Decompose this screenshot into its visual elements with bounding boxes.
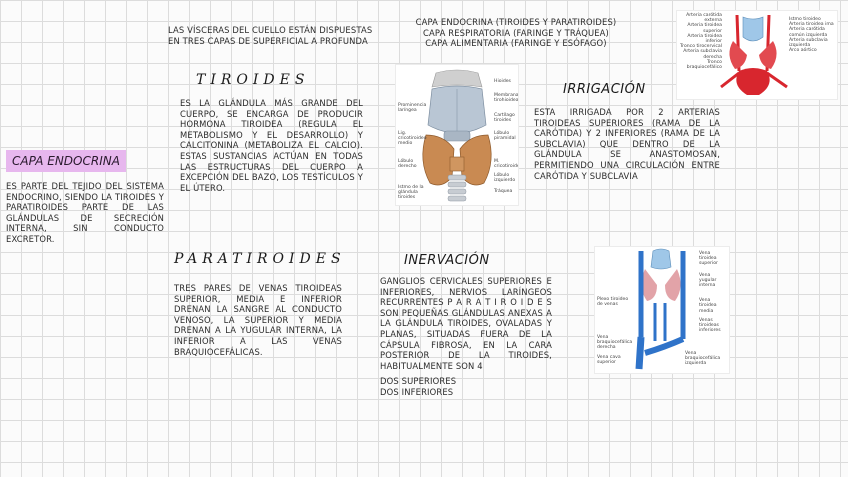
thyroid-figure: Prominencia laríngea Lig. cricotiroideo … <box>395 64 519 206</box>
label-subclavia-izq: Arteria subclavia izquierda <box>789 37 828 49</box>
layer-endocrine: Capa endocrina (tiroides y paratiroides) <box>415 17 617 27</box>
arteries-labels-left: Arteria carótida externa Arteria tiroide… <box>678 13 722 70</box>
label-lobulo-derecho: Lóbulo derecho <box>398 159 417 170</box>
veins-illustration <box>595 247 729 373</box>
label-tronco-braquiocefalico: Tronco braquiocefálico <box>686 59 722 71</box>
label-cartilago: Cartílago tiroides <box>494 113 515 124</box>
veins-label-braq-der-wrap: Vena braquiocefálica derecha <box>597 335 633 351</box>
label-istmo-tiroideo: Istmo tiroideo <box>789 17 821 22</box>
tiroides-text: Es la glándula más grande del cuerpo, se… <box>180 98 363 193</box>
label-istmo: Istmo de la glándula tiroides <box>398 185 424 201</box>
label-lig-cricotiroideo: Lig. cricotiroideo medio <box>398 131 427 147</box>
inervacion-inferiores: dos inferiores <box>380 386 454 397</box>
label-hioides-wrap: Hioides <box>494 79 518 84</box>
label-braquiocefalica-izq: Vena braquiocefálica izquierda <box>685 351 721 367</box>
label-m-cricotiroideo: M. cricotiroideo <box>494 159 518 170</box>
label-subclavia-derecha: Arteria subclavia derecha <box>683 49 722 60</box>
layers-list: Capa endocrina (tiroides y paratiroides)… <box>398 17 634 49</box>
label-tiroidea-superior: Arteria tiroidea superior <box>687 23 722 34</box>
label-crico-m-wrap: M. cricotiroideo <box>494 159 518 169</box>
veins-figure: Plexo tiroideo de venas Vena braquiocefá… <box>594 246 730 374</box>
inervacion-text: Ganglios cervicales superiores e inferio… <box>380 276 552 371</box>
intro-note: Las vísceras del cuello están dispuestas… <box>168 25 398 46</box>
intro-line-1: Las vísceras del cuello están dispuestas <box>168 25 373 35</box>
label-piramidal-wrap: Lóbulo piramidal <box>494 131 518 141</box>
label-hioides: Hioides <box>494 79 511 84</box>
veins-labels-right: Vena tiroidea superior Vena yugular inte… <box>699 251 729 333</box>
label-membrana-wrap: Membrana tirohioidea <box>494 93 518 103</box>
label-tiroidea-media: Vena tiroidea media <box>699 298 717 314</box>
label-cartilago-wrap: Cartílago tiroides <box>494 113 518 123</box>
capa-endocrina-title: Capa endocrina <box>6 150 126 172</box>
label-traquea-wrap: Tráquea <box>494 189 518 194</box>
label-lobulo-der-wrap: Lóbulo derecho <box>398 159 424 169</box>
label-carotida-externa: Arteria carótida externa <box>686 13 722 24</box>
label-cava-superior: Vena cava superior <box>597 355 621 366</box>
capa-endocrina-description: Es parte del tejido del sistema endocrin… <box>6 181 164 244</box>
paratiroides-title: Paratiroides <box>174 251 346 267</box>
label-prominencia: Prominencia laríngea <box>398 103 427 114</box>
irrigacion-title: Irrigación <box>563 82 646 97</box>
label-braquiocefalica-der: Vena braquiocefálica derecha <box>597 335 633 351</box>
label-tiroideas-inferiores: Venas tiroideas inferiores <box>699 317 721 334</box>
inervacion-superiores: dos superiores <box>380 376 457 386</box>
layer-alimentary: Capa alimentaria (faringe y esófago) <box>425 38 607 49</box>
veins-label-braq-izq-wrap: Vena braquiocefálica izquierda <box>685 351 729 367</box>
inervacion-title: Inervación <box>404 253 490 268</box>
label-yugular-interna: Vena yugular interna <box>699 272 717 289</box>
label-tiroidea-inferior: Arteria tiroidea inferior <box>687 33 722 45</box>
label-lobulo-piramidal: Lóbulo piramidal <box>494 131 516 142</box>
label-arco-aortico: Arco aórtico <box>789 48 817 54</box>
irrigacion-text: Esta irrigada por 2 arterias tiroideas s… <box>534 107 720 181</box>
arteries-labels-right: Istmo tiroideo Arteria tiroidea ima Arte… <box>789 17 837 53</box>
tiroides-title: Tiroides <box>196 72 310 88</box>
inervacion-extra: dos superiores dos inferiores <box>380 376 552 397</box>
paratiroides-text: Tres pares de venas tiroideas superior, … <box>174 283 342 357</box>
label-carotida-comun-izq: Arteria carótida común izquierda <box>789 27 828 38</box>
arteries-illustration <box>677 11 837 99</box>
thyroid-illustration <box>396 65 518 205</box>
label-tronco-tirocervical: Tronco tirocervical <box>680 44 722 50</box>
layer-respiratory: Capa respiratoria (faringe y tráquea) <box>423 27 609 38</box>
label-tiroidea-superior-v: Vena tiroidea superior <box>699 251 718 267</box>
label-lobulo-izquierdo: Lóbulo izquierdo <box>494 173 516 184</box>
label-istmo-wrap: Istmo de la glándula tiroides <box>398 185 428 201</box>
arteries-figure: Arteria carótida externa Arteria tiroide… <box>676 10 838 100</box>
label-membrana: Membrana tirohioidea <box>494 93 519 104</box>
label-plexo-tiroideo: Plexo tiroideo de venas <box>597 297 629 308</box>
label-traquea: Tráquea <box>494 189 513 194</box>
veins-label-cava-wrap: Vena cava superior <box>597 355 631 365</box>
label-lobulo-izq-wrap: Lóbulo izquierdo <box>494 173 518 183</box>
intro-line-2: en tres capas de superficial a profunda <box>168 35 368 46</box>
label-lig-crico-wrap: Lig. cricotiroideo medio <box>398 131 427 147</box>
label-tiroidea-ima: Arteria tiroidea ima <box>789 22 834 28</box>
thyroid-labels-left: Prominencia laríngea <box>398 103 427 114</box>
veins-label-plexo-wrap: Plexo tiroideo de venas <box>597 297 631 307</box>
